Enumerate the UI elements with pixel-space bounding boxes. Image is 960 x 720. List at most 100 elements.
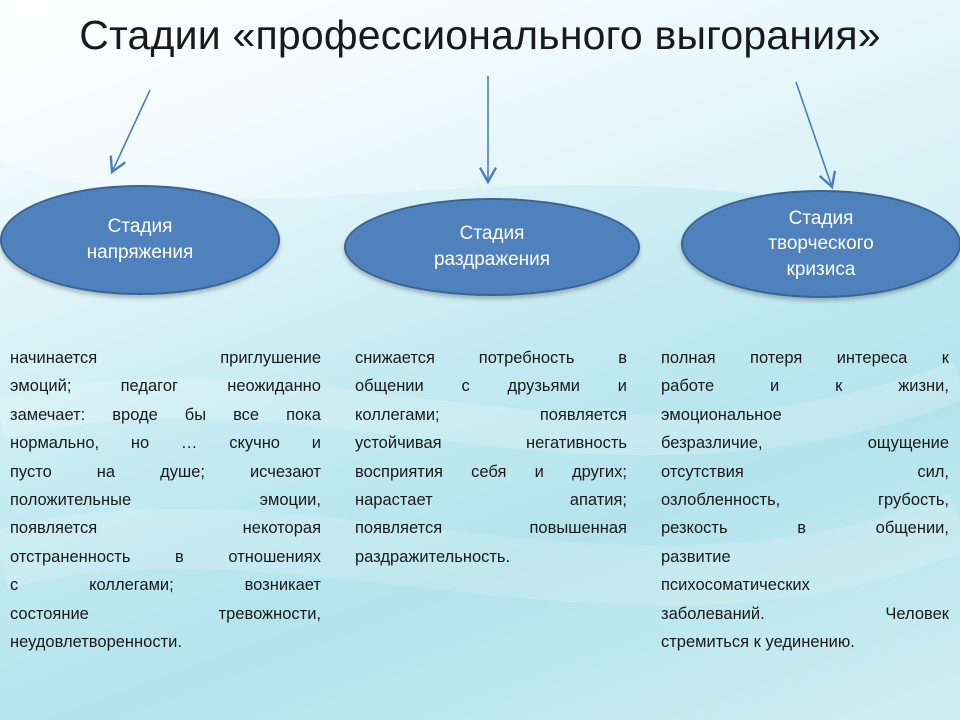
description-line: раздражительность.	[355, 543, 627, 571]
description-word: ощущение	[867, 434, 949, 453]
description-line: безразличие, ощущение	[661, 429, 949, 457]
description-word: снижается	[355, 349, 435, 367]
description-word: бы	[184, 405, 207, 424]
description-word: потеря	[750, 349, 803, 367]
description-word: неожиданно	[227, 377, 321, 396]
description-word: эмоции,	[259, 491, 321, 510]
description-word: отстраненность	[10, 547, 131, 566]
description-word: коллегами;	[355, 405, 440, 424]
description-word: появляется	[539, 405, 627, 424]
description-line: состояние тревожности,	[10, 600, 321, 628]
description-word: работе	[661, 377, 715, 396]
description-word: восприятия	[355, 462, 443, 481]
description-word: озлобленность,	[661, 491, 781, 510]
description-line: пусто на душе; исчезают	[10, 458, 321, 486]
description-word: безразличие,	[661, 434, 763, 453]
description-word: полная	[661, 349, 716, 367]
description-word: исчезают	[249, 462, 321, 481]
slide-title: Стадии «профессионального выгорания»	[79, 12, 881, 58]
description-line: нарастает апатия;	[355, 486, 627, 514]
description-word: состояние	[10, 604, 89, 623]
description-word: коллегами;	[89, 576, 174, 595]
description-word: начинается	[10, 349, 98, 367]
description-word: появляется	[355, 519, 443, 538]
description-line: отстраненность в отношениях	[10, 543, 321, 571]
stage-label-2: Стадия раздражения	[433, 223, 551, 270]
description-line: коллегами; появляется	[355, 401, 627, 429]
description-word: уединению.	[765, 633, 855, 652]
description-word: грубость,	[877, 491, 949, 510]
description-word: …	[180, 434, 198, 453]
description-word: и	[770, 377, 780, 396]
description-word: все	[233, 405, 260, 424]
description-word: развитие	[661, 547, 731, 566]
description-word: себя	[471, 462, 507, 481]
description-word: раздражительность.	[355, 547, 511, 566]
description-word: с	[10, 576, 19, 595]
description-word: скучно	[229, 434, 280, 453]
description-word: отношениях	[228, 547, 321, 566]
description-word: в	[175, 547, 184, 566]
arrow-to-stage-3	[795, 81, 837, 190]
description-line: отсутствия сил,	[661, 458, 949, 486]
description-word: тревожности,	[218, 604, 321, 623]
description-word: сил,	[917, 462, 949, 481]
description-word: к	[753, 633, 761, 652]
description-line: появляется некоторая	[10, 514, 321, 542]
description-word: отсутствия	[661, 462, 744, 481]
description-word: и	[311, 434, 321, 453]
description-word: заболеваний.	[661, 604, 765, 623]
arrow-to-stage-1	[109, 89, 151, 175]
description-word: резкость	[661, 519, 728, 538]
description-word: эмоциональное	[661, 405, 782, 424]
description-line: положительные эмоции,	[10, 486, 321, 514]
description-line: с коллегами; возникает	[10, 571, 321, 599]
description-word: положительные	[10, 491, 132, 510]
description-word: друзьями	[507, 377, 581, 396]
description-word: нарастает	[355, 491, 433, 510]
description-word: к	[835, 377, 843, 396]
description-word: интереса	[836, 349, 908, 367]
description-word: нормально,	[10, 434, 100, 453]
description-word: жизни,	[898, 377, 949, 396]
description-word: к	[941, 349, 949, 367]
description-word: некоторая	[242, 519, 321, 538]
description-line: эмоций; педагог неожиданно	[10, 372, 321, 400]
description-line: нормально, но … скучно и	[10, 429, 321, 457]
description-word: и	[617, 377, 627, 396]
description-word: эмоций;	[10, 377, 72, 396]
description-word: с	[461, 377, 470, 396]
description-word: потребность	[478, 349, 575, 367]
description-word: апатия;	[569, 491, 627, 510]
description-word: пусто	[10, 462, 52, 481]
description-line: работе и к жизни,	[661, 372, 949, 400]
description-word: на	[96, 462, 116, 481]
description-word: пока	[286, 405, 321, 424]
description-word: общении	[355, 377, 424, 396]
description-word: появляется	[10, 519, 98, 538]
description-line: заболеваний.Человек	[661, 600, 949, 628]
description-line: развитие	[661, 543, 949, 571]
description-word: негативность	[526, 434, 627, 453]
description-word: возникает	[244, 576, 321, 595]
description-line: полная потеря интереса к	[661, 344, 949, 372]
description-word: неудовлетворенности.	[10, 633, 182, 652]
stage-label-1: Стадия напряжения	[86, 216, 194, 263]
description-word: психосоматических	[661, 576, 810, 595]
description-word: педагог	[120, 377, 179, 396]
description-word: душе;	[160, 462, 205, 481]
description-word: в	[797, 519, 806, 538]
description-word: но	[130, 434, 150, 453]
description-word: других;	[572, 462, 627, 481]
